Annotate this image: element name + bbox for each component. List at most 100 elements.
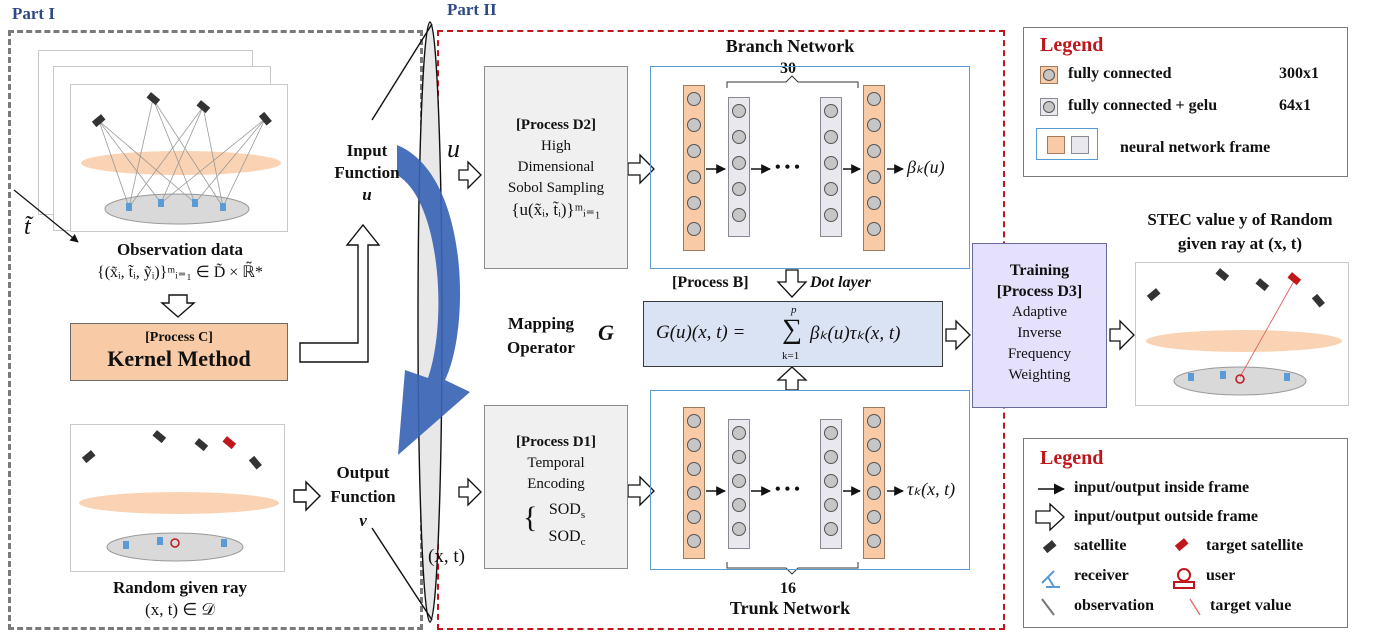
time-symbol: t̃ <box>24 214 31 240</box>
process-d1-tag: [Process D1] <box>515 434 597 450</box>
trunk-layer-hidden-n <box>820 419 842 549</box>
stec-image <box>1135 262 1349 406</box>
input-function-line1: Input <box>346 141 388 160</box>
process-c-tag: [Process C] <box>145 330 213 345</box>
trunk-ellipsis: • • • <box>775 481 800 498</box>
mapping-symbol: G <box>598 320 614 345</box>
process-d2-line1: High <box>541 138 571 154</box>
legend1-fc-size: 300x1 <box>1279 65 1319 82</box>
formula-lhs: G(u)(x, t) = <box>656 322 746 343</box>
legend1-fc: fully connected <box>1068 65 1172 82</box>
legend2-title: Legend <box>1040 447 1104 469</box>
process-b-tag: [Process B] <box>672 274 749 291</box>
training-line2: [Process D3] <box>996 283 1083 300</box>
legend2-receiver: receiver <box>1074 567 1129 584</box>
process-d2-box: [Process D2] High Dimensional Sobol Samp… <box>484 66 628 269</box>
legend2-observation: observation <box>1074 597 1154 614</box>
xt-symbol: (x, t) <box>428 546 465 567</box>
user-icon <box>1177 568 1191 582</box>
branch-layer-output <box>863 85 885 251</box>
legend2-target-value: target value <box>1210 597 1292 614</box>
branch-title: Branch Network <box>725 36 855 56</box>
stec-caption: STEC value y of Random given ray at (x, … <box>1110 208 1370 256</box>
process-d1-sod-group: { SODs SODc <box>523 501 586 549</box>
branch-layer-input <box>683 85 705 251</box>
branch-output-label: βₖ(u) <box>907 157 945 177</box>
training-line1: Training <box>1009 262 1070 279</box>
training-line5: Frequency <box>1007 346 1072 362</box>
receiver-icon <box>1041 570 1060 588</box>
stec-scene <box>1146 268 1342 396</box>
dot-layer-label: Dot layer <box>810 274 871 291</box>
legend2-outside: input/output outside frame <box>1074 508 1259 525</box>
legend1-fc-gelu-size: 64x1 <box>1279 97 1311 114</box>
process-c-title: Kernel Method <box>107 346 251 371</box>
process-d1-box: [Process D1] Temporal Encoding { SODs SO… <box>484 405 628 569</box>
observation-caption: Observation data <box>116 240 244 259</box>
stec-line1: STEC value y of Random <box>1147 210 1333 229</box>
trunk-width-label: 16 <box>780 580 796 597</box>
random-ray-caption: Random given ray <box>112 578 248 597</box>
frame-swatch-icon <box>1036 128 1098 160</box>
observation-set: {(x̃ᵢ, t̃ᵢ, ỹᵢ)}ᵐᵢ₌₁ ∈ D̃ × ℝ̃* <box>97 264 263 281</box>
formula-sum-bottom: k=1 <box>782 350 800 362</box>
random-ray-scene <box>79 430 279 562</box>
process-d2-line2: Dimensional <box>517 159 595 175</box>
process-d2-line3: Sobol Sampling <box>507 180 605 196</box>
process-c-box: [Process C] Kernel Method <box>70 323 288 381</box>
legend2-inside: input/output inside frame <box>1074 479 1250 496</box>
legend2-user: user <box>1206 567 1236 584</box>
sod-c-sub: c <box>580 536 586 549</box>
training-line4: Inverse <box>1017 325 1062 341</box>
legend2-satellite: satellite <box>1074 537 1127 554</box>
process-d1-line1: Temporal <box>527 455 585 471</box>
observation-line-icon <box>1041 598 1055 616</box>
trunk-layer-input <box>683 407 705 559</box>
fc-gelu-swatch-icon <box>1040 98 1058 116</box>
output-function-line2: Function <box>330 487 396 506</box>
sod-s-main: SOD <box>548 501 581 518</box>
random-ray-image <box>70 424 285 572</box>
trunk-network-frame: • • • τₖ(x, t) <box>650 390 970 570</box>
stec-line2: given ray at (x, t) <box>1177 234 1303 253</box>
random-ray-set: (x, t) ∈ 𝒟 <box>145 600 215 619</box>
satellite-icon <box>1042 540 1057 554</box>
process-d1-line2: Encoding <box>527 476 585 492</box>
legend-symbols: Legend input/output inside frame input/o… <box>1023 438 1348 628</box>
trunk-title: Trunk Network <box>729 598 851 618</box>
input-function-symbol: u <box>362 185 372 204</box>
branch-ellipsis: • • • <box>775 159 800 176</box>
part2-label: Part II <box>447 0 497 19</box>
process-d2-tag: [Process D2] <box>515 117 597 133</box>
mapping-line2: Operator <box>507 338 575 357</box>
branch-width-label: 30 <box>780 60 796 77</box>
legend1-title: Legend <box>1040 34 1104 56</box>
target-value-line-icon <box>1189 598 1201 616</box>
mapping-operator-box: G(u)(x, t) = p ∑ k=1 βₖ(u)τₖ(x, t) <box>643 301 943 367</box>
observation-image-front <box>70 84 288 232</box>
target-satellite-icon <box>1174 538 1189 552</box>
formula-sum-top: p <box>791 304 797 316</box>
output-function-line1: Output <box>336 463 390 482</box>
trunk-layer-hidden-1 <box>728 419 750 549</box>
part1-label: Part I <box>12 4 55 23</box>
legend1-fc-gelu: fully connected + gelu <box>1068 97 1218 114</box>
branch-network-frame: • • • βₖ(u) <box>650 66 970 269</box>
input-function-label: Input Function u <box>322 140 412 206</box>
mapping-operator-label: Mapping Operator <box>496 312 586 360</box>
sod-c-main: SOD <box>548 528 581 546</box>
legend2-target-satellite: target satellite <box>1206 537 1304 554</box>
input-function-line2: Function <box>334 163 400 182</box>
output-function-label: Output Function v <box>318 461 408 533</box>
training-line3: Adaptive <box>1012 304 1067 320</box>
formula-rhs: βₖ(u)τₖ(x, t) <box>810 323 901 344</box>
trunk-output-label: τₖ(x, t) <box>907 479 956 499</box>
trunk-layer-output <box>863 407 885 559</box>
observation-scene <box>81 92 281 225</box>
mapping-line1: Mapping <box>507 314 575 333</box>
branch-layer-hidden-1 <box>728 97 750 237</box>
sod-s-sub: s <box>580 509 586 522</box>
training-box: Training [Process D3] Adaptive Inverse F… <box>972 243 1107 408</box>
branch-layer-hidden-n <box>820 97 842 237</box>
